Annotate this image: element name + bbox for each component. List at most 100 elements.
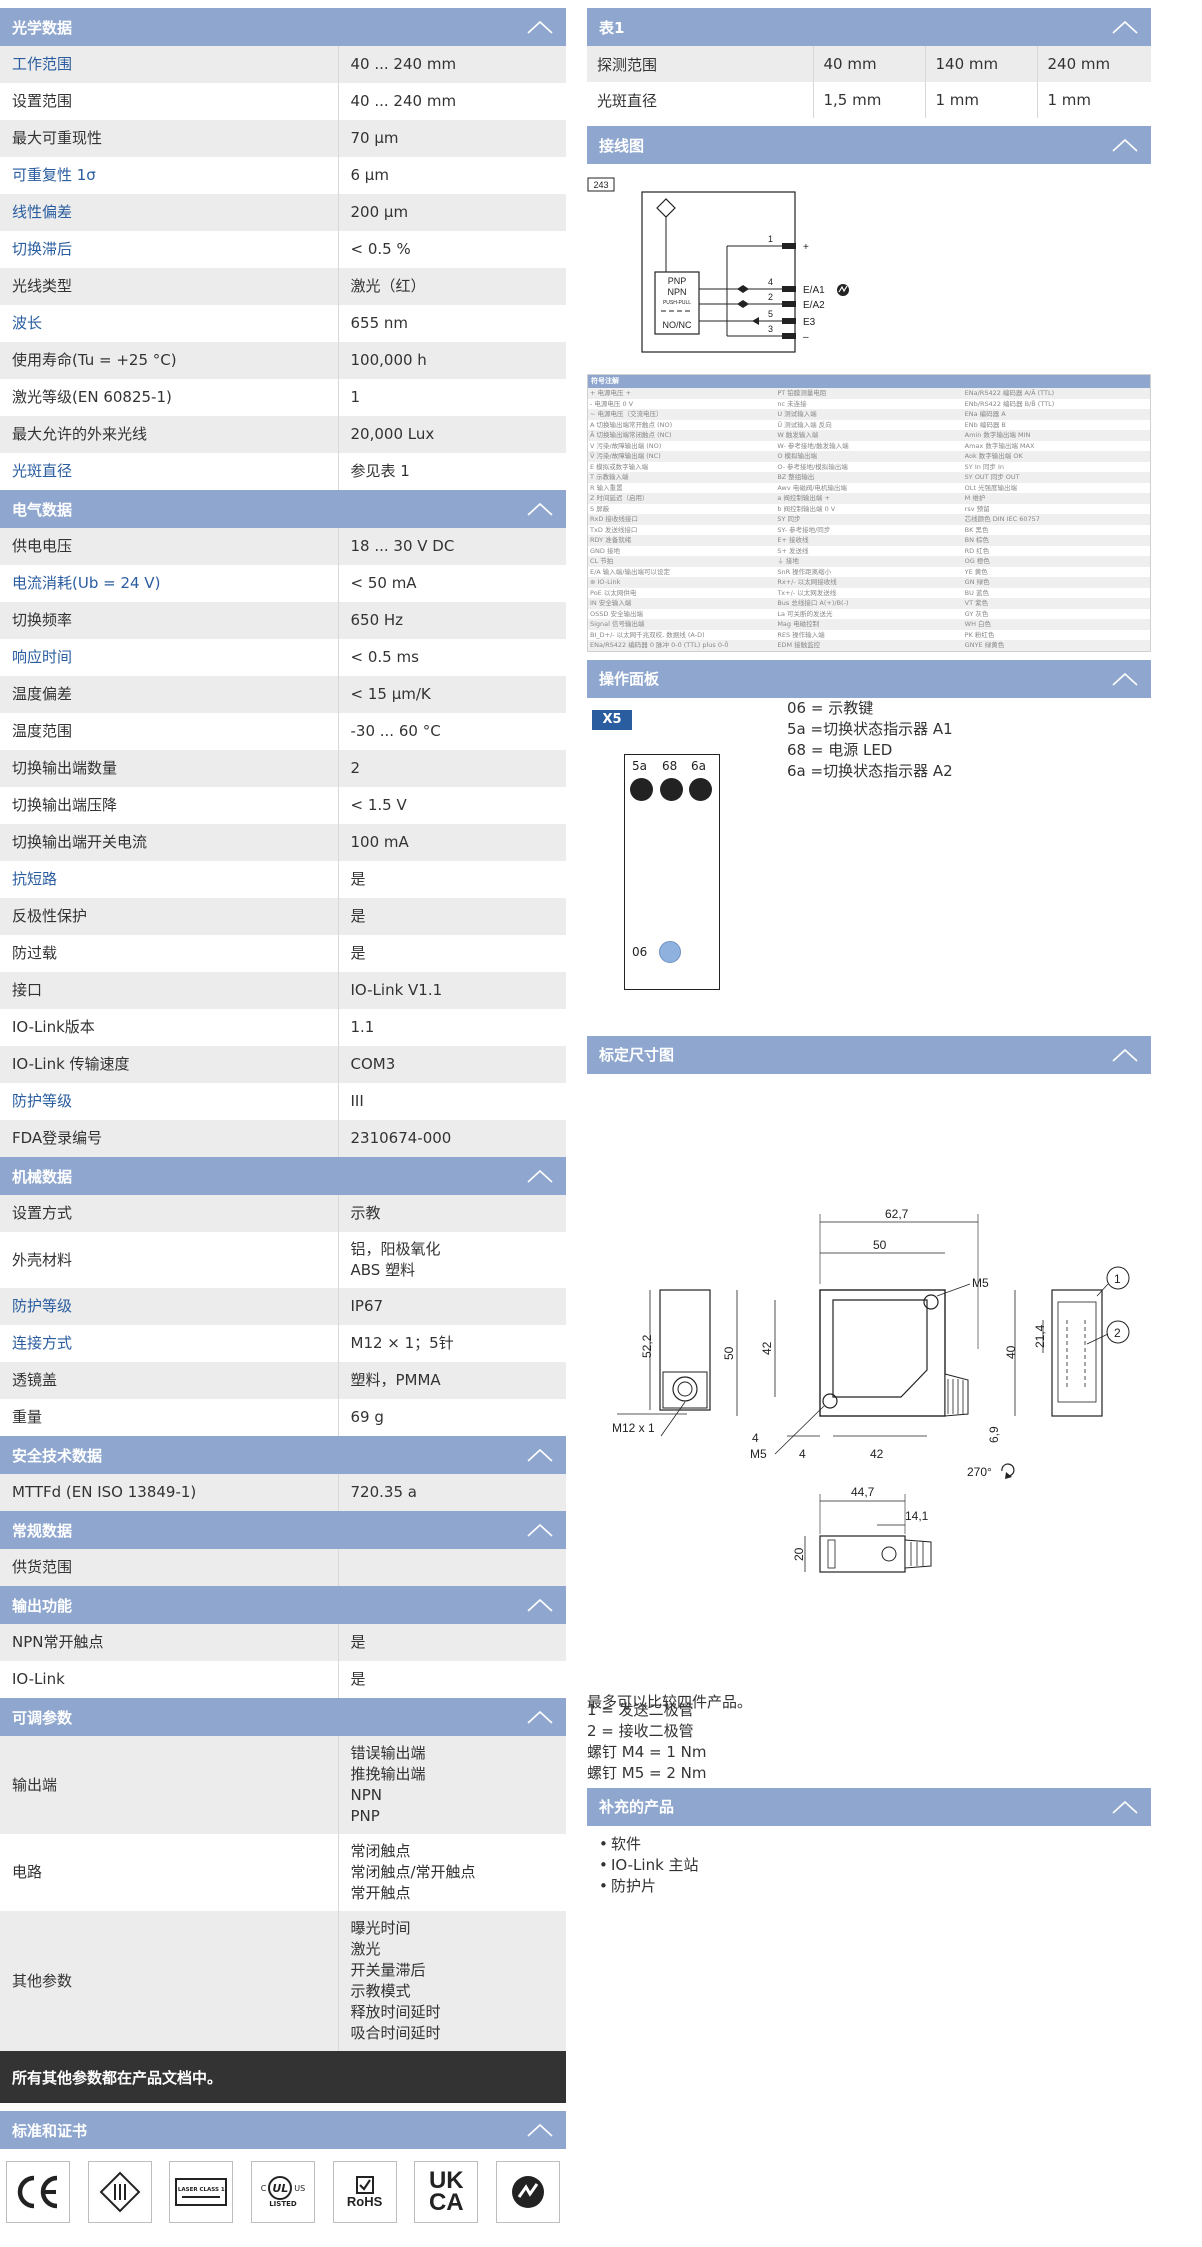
spec-label: 使用寿命(Tu = +25 °C) [0,342,339,379]
section-header-electrical[interactable]: 电气数据 [0,490,566,528]
spec-value: IO-Link V1.1 [338,972,566,1009]
dim-label: 40 [1004,1345,1018,1359]
chevron-up-icon[interactable] [526,498,554,520]
spec-label: 激光等级(EN 60825-1) [0,379,339,416]
spec-value: 100 mA [338,824,566,861]
accessory-item[interactable]: IO-Link 主站 [599,1855,1151,1876]
spec-label[interactable]: 线性偏差 [0,194,339,231]
legend-entry: W 触发输入端 [775,430,963,441]
legend-entry: RD 红色 [964,546,990,555]
spec-label[interactable]: 切换滞后 [0,231,339,268]
laser-class-text: LASER CLASS 1 [177,2186,225,2193]
chevron-up-icon[interactable] [526,1165,554,1187]
chevron-up-icon[interactable] [1111,1796,1139,1818]
section-title: 标定尺寸图 [599,1046,675,1064]
pin-number: 5 [768,309,773,319]
spec-label: 切换输出端压降 [0,787,339,824]
table-cell: 240 mm [1037,46,1151,82]
dim-note: 2 = 接收二极管 [587,1721,694,1740]
spec-label[interactable]: 电流消耗(Ub = 24 V) [0,565,339,602]
callout-number: 2 [1114,1326,1121,1340]
dim-label: 50 [873,1238,887,1252]
legend-entry: b 阀控制输出端 0 V [777,504,836,513]
spec-value: 20,000 Lux [338,416,566,453]
spec-value: 40 ... 240 mm [338,46,566,83]
section-header-wiring[interactable]: 接线图 [587,126,1151,164]
spec-label[interactable]: 抗短路 [0,861,339,898]
chevron-up-icon[interactable] [526,16,554,38]
spec-label[interactable]: 可重复性 1σ [0,157,339,194]
table-row: 光线类型激光（红） [0,268,566,305]
led-a2-icon [689,777,712,801]
teach-button[interactable] [659,940,681,963]
spec-label: FDA登录编号 [0,1120,339,1157]
spec-label: 设置方式 [0,1195,339,1232]
legend-entry: BN 棕色 [962,535,1150,546]
symbol-legend: 符号注解 + 电源电压 +- 电源电压 0 V~ 电源电压（交流电压）A 切换输… [587,374,1151,652]
section-header-dims[interactable]: 标定尺寸图 [587,1035,1151,1074]
section-header-general[interactable]: 常规数据 [0,1511,566,1549]
chevron-up-icon[interactable] [526,2119,554,2141]
spec-label: 最大可重现性 [0,120,339,157]
table-row: 响应时间< 0.5 ms [0,639,566,676]
led-power-icon [660,777,683,801]
spec-label: 接口 [0,972,339,1009]
chevron-up-icon[interactable] [1111,134,1139,156]
panel-legend: 06 = 示教键 5a =切换状态指示器 A1 68 = 电源 LED 6a =… [787,698,953,782]
accessory-item[interactable]: 防护片 [599,1876,1151,1897]
section-title: 安全技术数据 [12,1446,103,1465]
dim-label: 52,2 [640,1334,654,1358]
spec-label[interactable]: 响应时间 [0,639,339,676]
table-row: 反极性保护是 [0,898,566,935]
spec-label[interactable]: 防护等级 [0,1288,339,1325]
chevron-up-icon[interactable] [1111,1044,1139,1066]
section-header-certs[interactable]: 标准和证书 [0,2111,566,2149]
spec-value: < 0.5 ms [338,639,566,676]
chevron-up-icon[interactable] [526,1519,554,1541]
section-header-table1[interactable]: 表1 [587,8,1151,46]
chevron-up-icon[interactable] [1111,668,1139,690]
wiring-badge-text: 243 [593,180,608,190]
chevron-up-icon[interactable] [526,1706,554,1728]
section-header-adjustable[interactable]: 可调参数 [0,1698,566,1736]
accessory-item[interactable]: 软件 [599,1834,1151,1855]
section-header-safety[interactable]: 安全技术数据 [0,1436,566,1474]
table-row: 其他参数曝光时间 激光 开关量滞后 示教模式 释放时间延时 吸合时间延时 [0,1911,566,2051]
spec-value: 常闭触点 常闭触点/常开触点 常开触点 [338,1834,566,1911]
legend-entry: GND 接地 [590,546,620,555]
section-header-panel[interactable]: 操作面板 [587,659,1151,698]
spec-label[interactable]: 光斑直径 [0,453,339,490]
section-header-optical[interactable]: 光学数据 [0,8,566,46]
table-row: NPN常开触点是 [0,1624,566,1661]
spec-label[interactable]: 工作范围 [0,46,339,83]
legend-entry: ENa/RS422 编码器 0 脉冲 0-0̄ (TTL) plus 0-0̄ [588,640,776,651]
dim-note: 螺钉 M4 = 1 Nm [587,1742,707,1761]
chevron-up-icon[interactable] [526,1594,554,1616]
table-cell: 40 mm [813,46,926,82]
section-header-accessories[interactable]: 补充的产品 [587,1787,1151,1826]
spec-label: 设置范围 [0,83,339,120]
dim-label: M5 [972,1276,989,1290]
legend-grid: + 电源电压 +- 电源电压 0 V~ 电源电压（交流电压）A 切换输出端常开触… [588,388,1150,651]
spec-label[interactable]: 波长 [0,305,339,342]
spec-label[interactable]: 连接方式 [0,1325,339,1362]
panel-legend-item: 5a =切换状态指示器 A1 [787,719,953,738]
ce-mark-icon [6,2161,70,2223]
legend-entry: ENb 编码器 B [964,420,1006,429]
table-row: 设置方式示教 [0,1195,566,1232]
legend-entry: IN 安全输入端 [588,598,776,609]
spec-label[interactable]: 防护等级 [0,1083,339,1120]
section-header-mechanical[interactable]: 机械数据 [0,1157,566,1195]
pin-number: 2 [768,292,773,302]
spec-label: IO-Link 传输速度 [0,1046,339,1083]
section-header-outputs[interactable]: 输出功能 [0,1586,566,1624]
chevron-up-icon[interactable] [1111,16,1139,38]
chevron-up-icon[interactable] [526,1444,554,1466]
